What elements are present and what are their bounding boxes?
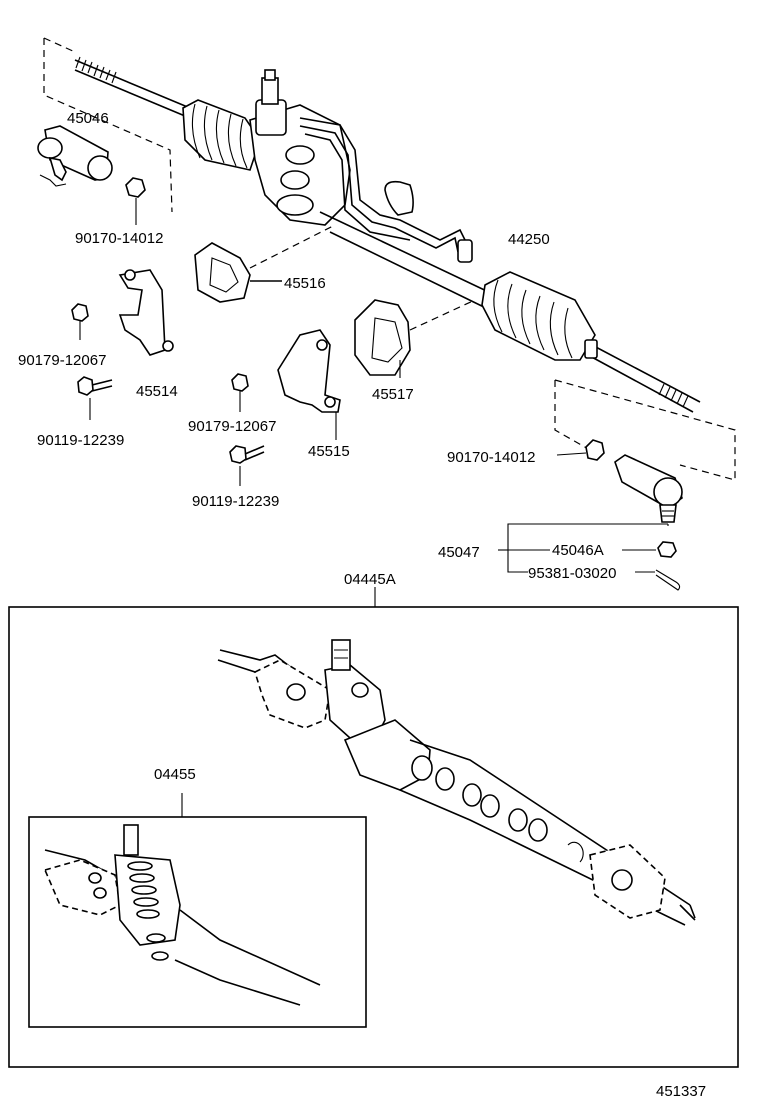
bracket-45514 [118,269,166,356]
seal-kit-box [28,816,367,1028]
steering-rack-assembly [74,56,701,413]
rack-housing-kit [217,639,696,926]
bracket-45515 [277,329,341,413]
tie-rod-end-left [37,125,113,187]
label-90119-12239-right: 90119-12239 [192,493,279,510]
label-04445A: 04445A [344,571,396,588]
tie-rod-end-left-outline [43,38,173,213]
cotter-pin [655,569,681,591]
label-90179-12067-left: 90179-12067 [18,352,106,369]
tie-rod-end-right-outline [554,380,591,451]
label-45046: 45046 [67,110,109,127]
figure-id: 451337 [656,1083,706,1100]
label-90119-12239-left: 90119-12239 [37,432,124,449]
seal-rings-kit [411,755,584,863]
nut-90179-right [231,373,249,392]
label-44250: 44250 [508,231,550,248]
nut-90179-left [71,303,89,322]
label-45517: 45517 [372,386,414,403]
nut-left [125,177,146,198]
tie-rod-end-right [614,454,683,523]
label-90170-14012-lower: 90170-14012 [447,449,535,466]
valve-seal-kit [43,824,321,1006]
label-45516: 45516 [284,275,326,292]
castle-nut [657,541,677,558]
label-04455: 04455 [154,766,196,783]
bolt-90119-left [77,376,113,396]
label-45046A: 45046A [552,542,604,559]
bolt-90119-right [229,445,265,464]
gasket-kit-box [8,606,739,1068]
nut-right [585,439,605,461]
label-45515: 45515 [308,443,350,460]
label-90170-14012-upper: 90170-14012 [75,230,163,247]
label-90179-12067-right: 90179-12067 [188,418,276,435]
label-95381-03020: 95381-03020 [528,565,616,582]
label-45047: 45047 [438,544,480,561]
bracket-cushion-45516 [194,242,251,303]
label-45514: 45514 [136,383,178,400]
bracket-cushion-45517 [354,299,411,376]
